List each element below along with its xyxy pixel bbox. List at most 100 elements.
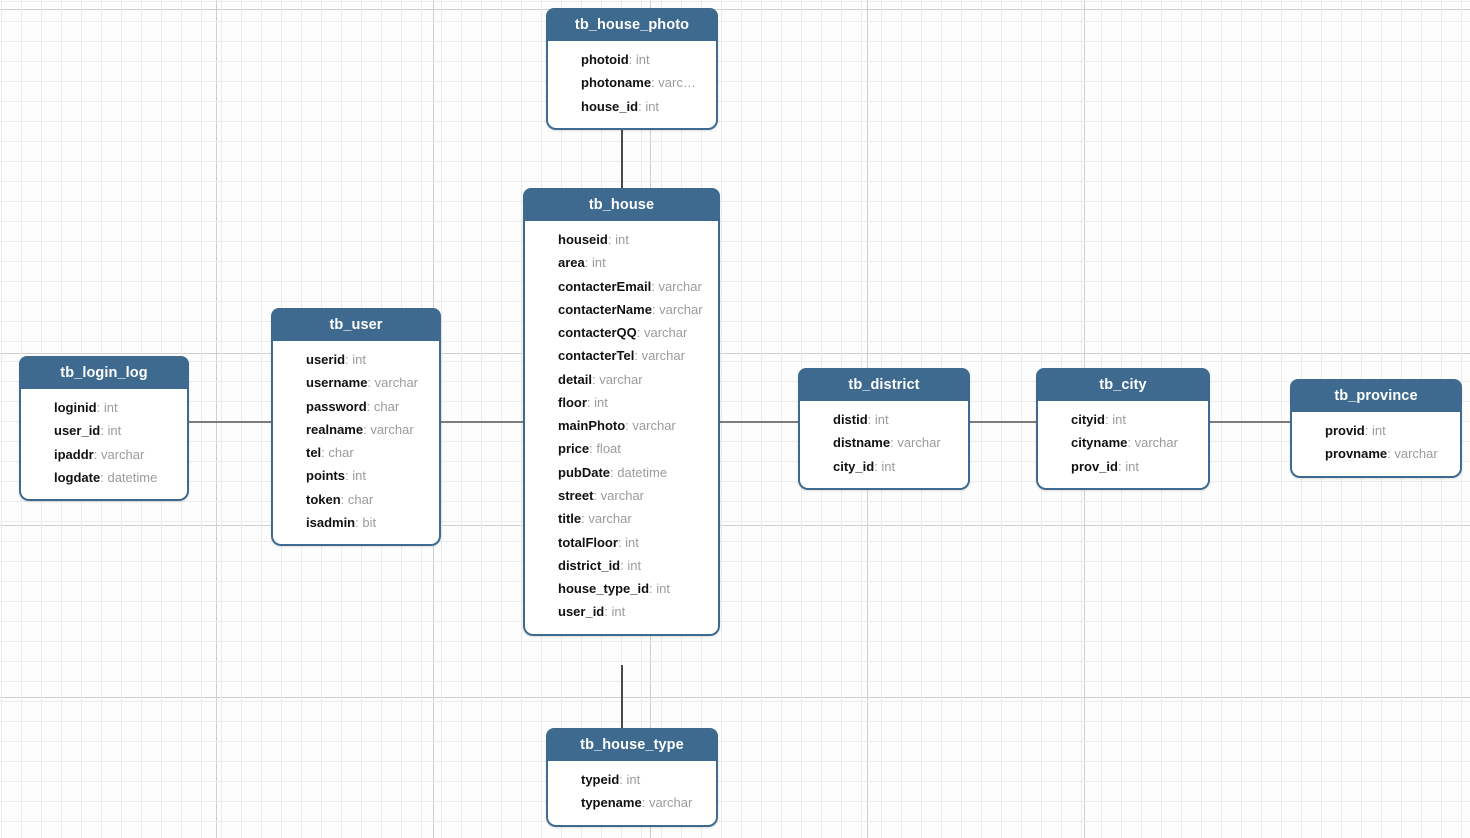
field-separator: : xyxy=(641,795,649,811)
entity-table-title-tb_district: tb_district xyxy=(798,368,970,401)
field-row[interactable]: contacterQQ: varchar xyxy=(525,321,718,344)
field-row[interactable]: isadmin: bit xyxy=(273,511,439,534)
field-row[interactable]: user_id: int xyxy=(525,600,718,623)
field-row[interactable]: city_id: int xyxy=(800,455,968,478)
field-separator: : xyxy=(1127,435,1135,451)
field-name: points xyxy=(306,468,345,484)
field-row[interactable]: photoname: varc… xyxy=(548,71,716,94)
field-type: char xyxy=(347,491,374,507)
field-row[interactable]: typename: varchar xyxy=(548,791,716,814)
field-row[interactable]: token: char xyxy=(273,488,439,511)
field-row[interactable]: password: char xyxy=(273,395,439,418)
field-row[interactable]: contacterEmail: varchar xyxy=(525,275,718,298)
field-name: photoname xyxy=(581,75,652,91)
field-separator: : xyxy=(93,446,101,462)
field-type: varchar xyxy=(599,371,643,387)
field-name: contacterName xyxy=(558,301,652,317)
field-row[interactable]: title: varchar xyxy=(525,507,718,530)
entity-table-title-tb_user: tb_user xyxy=(271,308,441,341)
entity-table-title-tb_city: tb_city xyxy=(1036,368,1210,401)
field-separator: : xyxy=(1387,446,1395,462)
field-row[interactable]: prov_id: int xyxy=(1038,455,1208,478)
field-row[interactable]: detail: varchar xyxy=(525,368,718,391)
field-name: ipaddr xyxy=(54,446,94,462)
connector-house-photo-to-house xyxy=(621,130,623,189)
field-row[interactable]: distname: varchar xyxy=(800,431,968,454)
field-row[interactable]: price: float xyxy=(525,437,718,460)
field-row[interactable]: username: varchar xyxy=(273,371,439,394)
field-row[interactable]: photoid: int xyxy=(548,48,716,71)
field-row[interactable]: house_id: int xyxy=(548,95,716,118)
field-row[interactable]: pubDate: datetime xyxy=(525,461,718,484)
field-name: provname xyxy=(1325,446,1388,462)
field-type: int xyxy=(645,98,660,114)
field-type: varchar xyxy=(1134,435,1178,451)
field-row[interactable]: house_type_id: int xyxy=(525,577,718,600)
field-type: float xyxy=(596,441,621,457)
field-separator: : xyxy=(628,52,636,68)
field-row[interactable]: typeid: int xyxy=(548,768,716,791)
field-separator: : xyxy=(874,458,882,474)
field-type: varchar xyxy=(648,795,693,811)
field-row[interactable]: loginid: int xyxy=(21,396,187,419)
field-type: int xyxy=(881,458,896,474)
field-name: city_id xyxy=(833,458,875,474)
field-name: photoid xyxy=(581,52,629,68)
field-type: datetime xyxy=(107,469,158,485)
field-name: contacterQQ xyxy=(558,325,637,341)
field-separator: : xyxy=(345,468,353,484)
field-row[interactable]: tel: char xyxy=(273,441,439,464)
field-name: totalFloor xyxy=(558,534,618,550)
field-row[interactable]: contacterName: varchar xyxy=(525,298,718,321)
field-separator: : xyxy=(651,278,659,294)
field-row[interactable]: ipaddr: varchar xyxy=(21,443,187,466)
field-type: int xyxy=(103,400,118,416)
field-row[interactable]: userid: int xyxy=(273,348,439,371)
field-separator: : xyxy=(890,435,898,451)
field-row[interactable]: totalFloor: int xyxy=(525,530,718,553)
field-row[interactable]: mainPhoto: varchar xyxy=(525,414,718,437)
field-row[interactable]: provname: varchar xyxy=(1292,442,1460,465)
field-row[interactable]: floor: int xyxy=(525,391,718,414)
field-row[interactable]: distid: int xyxy=(800,408,968,431)
field-separator: : xyxy=(651,75,659,91)
field-row[interactable]: logdate: datetime xyxy=(21,466,187,489)
field-row[interactable]: area: int xyxy=(525,251,718,274)
field-separator: : xyxy=(321,445,329,461)
field-separator: : xyxy=(591,371,600,387)
field-name: provid xyxy=(1325,423,1365,439)
field-row[interactable]: houseid: int xyxy=(525,228,718,251)
field-row[interactable]: user_id: int xyxy=(21,419,187,442)
field-type: int xyxy=(1371,423,1386,439)
field-row[interactable]: cityid: int xyxy=(1038,408,1208,431)
field-row[interactable]: realname: varchar xyxy=(273,418,439,441)
field-separator: : xyxy=(651,301,660,317)
field-row[interactable]: contacterTel: varchar xyxy=(525,344,718,367)
field-separator: : xyxy=(610,464,618,480)
field-row[interactable]: district_id: int xyxy=(525,554,718,577)
field-name: contacterEmail xyxy=(558,278,652,294)
field-name: userid xyxy=(306,352,346,368)
field-name: mainPhoto xyxy=(558,418,626,434)
field-name: distname xyxy=(833,435,891,451)
field-row[interactable]: provid: int xyxy=(1292,419,1460,442)
field-row[interactable]: cityname: varchar xyxy=(1038,431,1208,454)
field-row[interactable]: street: varchar xyxy=(525,484,718,507)
field-name: cityid xyxy=(1071,412,1105,428)
field-row[interactable]: points: int xyxy=(273,464,439,487)
field-separator: : xyxy=(355,514,363,530)
field-type: int xyxy=(615,232,629,248)
entity-table-title-tb_house: tb_house xyxy=(523,188,720,221)
